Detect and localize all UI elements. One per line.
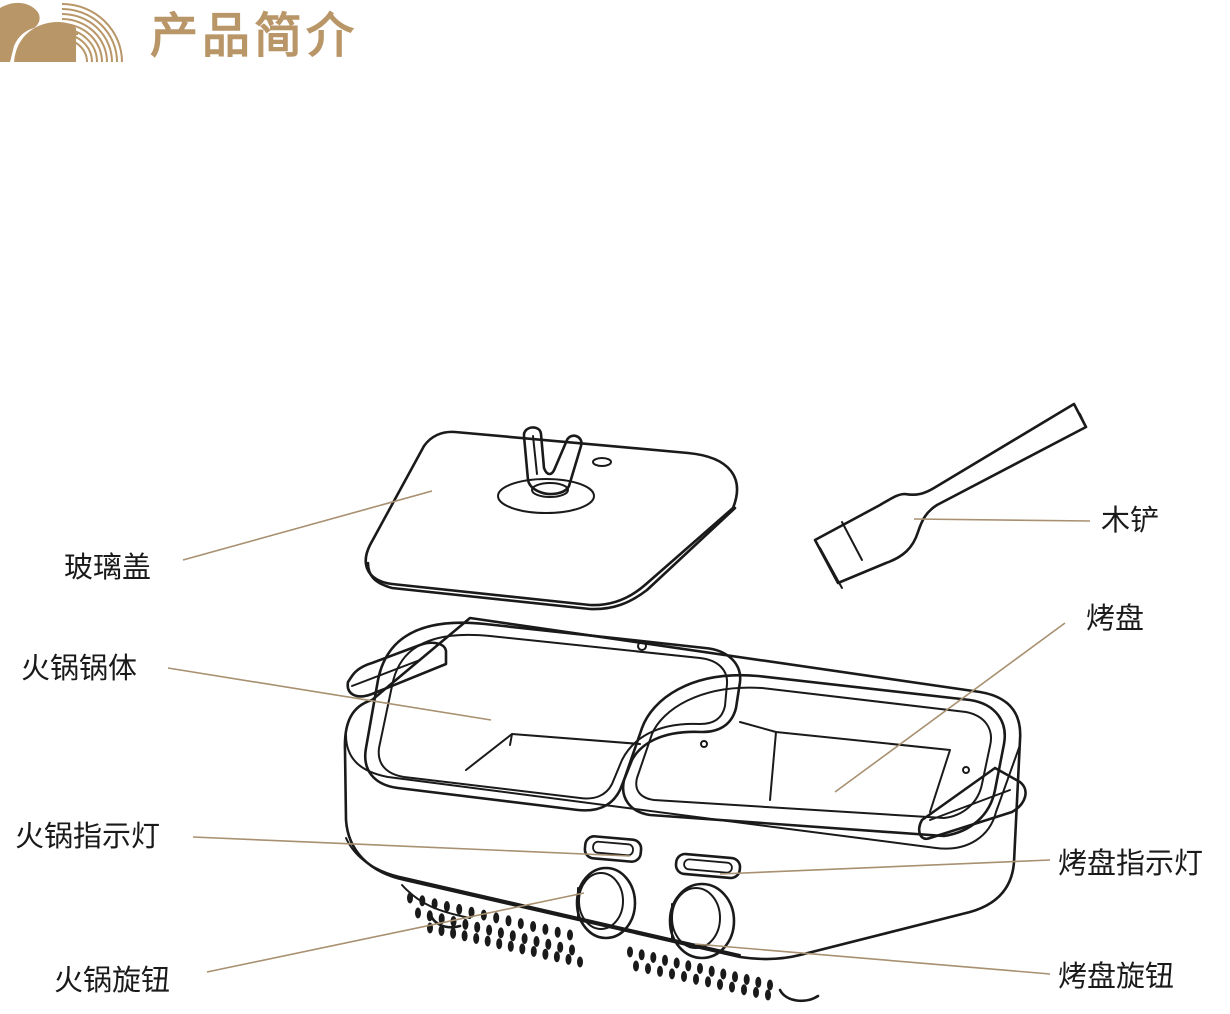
vent-slot: [557, 941, 564, 953]
vent-slot: [633, 960, 639, 972]
vent-slot: [545, 938, 552, 950]
page-title: 产品简介: [150, 8, 359, 64]
vent-slot: [505, 915, 512, 927]
vent-slot: [542, 923, 549, 935]
leader-grill-indicator: [719, 859, 1051, 875]
label-hotpot-indicator: 火锅指示灯: [15, 819, 161, 853]
label-wooden-spatula: 木铲: [1101, 503, 1160, 537]
vent-slot: [407, 892, 413, 904]
vent-slot: [461, 930, 468, 942]
brand-logo-icon: [0, 2, 123, 63]
vent-slot: [717, 979, 723, 990]
vent-slot: [480, 909, 487, 921]
vent-slot: [565, 953, 572, 965]
vent-slot: [438, 925, 445, 937]
vent-slot: [542, 948, 549, 960]
vent-slot: [765, 989, 771, 1001]
vent-slot: [431, 898, 438, 910]
vent-slot: [753, 986, 759, 998]
vent-slot: [553, 951, 560, 963]
vent-slot: [456, 903, 463, 915]
vent-slot: [729, 981, 735, 993]
vent-slot: [530, 946, 537, 957]
vent-slot: [755, 976, 762, 988]
vent-slot: [450, 927, 457, 939]
vent-slot: [741, 984, 747, 996]
vent-slot: [681, 971, 687, 982]
vent-slot: [554, 926, 561, 938]
leader-hotpot-knob: [206, 892, 585, 973]
leader-grill-knob: [694, 943, 1051, 975]
vent-slot: [438, 913, 445, 925]
glass-lid-drawing: [364, 426, 739, 611]
vent-slot: [497, 927, 504, 939]
vent-slot: [645, 963, 651, 975]
leader-wooden-spatula: [913, 518, 1091, 522]
leader-hotpot-body: [167, 667, 492, 721]
vent-slot: [419, 895, 426, 907]
vent-slot: [673, 957, 680, 969]
vent-slot: [486, 924, 493, 936]
vent-slots: [407, 892, 773, 1001]
vent-slot: [443, 901, 450, 912]
vent-slot: [569, 944, 575, 956]
label-hotpot-body: 火锅锅体: [21, 651, 138, 685]
base-body-drawing: [343, 616, 1027, 1003]
label-hotpot-knob: 火锅旋钮: [54, 963, 171, 997]
vent-slot: [509, 930, 516, 942]
vent-slot: [533, 936, 540, 947]
vent-slot: [638, 949, 645, 961]
vent-slot: [468, 906, 475, 918]
grill-pan-basin-drawing: [621, 673, 1007, 838]
vent-slot: [473, 933, 480, 944]
vent-slot: [693, 973, 699, 985]
vent-slot: [507, 940, 514, 952]
vent-slot: [496, 938, 503, 950]
vent-slot: [462, 918, 469, 930]
vent-slot: [577, 956, 583, 968]
vent-slot: [708, 965, 715, 977]
vent-slot: [519, 943, 526, 955]
vent-slot: [657, 965, 663, 977]
vent-slot: [720, 968, 727, 980]
vent-slot: [697, 963, 703, 974]
vent-slot: [521, 933, 528, 945]
vent-slot: [426, 910, 433, 922]
vent-slot: [650, 952, 657, 963]
vent-slot: [484, 935, 491, 947]
label-grill-pan: 烤盘: [1086, 601, 1145, 635]
vent-slot: [415, 907, 421, 919]
vent-slot: [567, 929, 573, 941]
vent-slot: [627, 946, 633, 958]
vent-slot: [685, 960, 692, 972]
vent-slot: [450, 916, 457, 927]
indicator-lights-drawing: [583, 835, 742, 880]
label-grill-knob: 烤盘旋钮: [1058, 959, 1175, 993]
vent-slot: [662, 954, 668, 966]
leader-lines: [167, 490, 1091, 975]
vent-slot: [743, 974, 750, 985]
hotpot-basin-drawing: [363, 621, 742, 812]
label-glass-lid: 玻璃盖: [64, 550, 152, 584]
knobs-drawing: [575, 866, 736, 960]
label-grill-indicator: 烤盘指示灯: [1058, 846, 1204, 880]
wooden-spatula-drawing: [813, 402, 1088, 589]
vent-slot: [732, 971, 738, 983]
vent-slot: [530, 921, 537, 932]
leader-glass-lid: [182, 490, 433, 561]
vent-slot: [767, 979, 773, 991]
vent-slot: [669, 968, 675, 980]
vent-slot: [474, 921, 481, 933]
vent-slot: [493, 912, 500, 924]
vent-slot: [705, 976, 711, 988]
vent-slot: [517, 918, 524, 930]
leader-hotpot-indicator: [192, 836, 631, 857]
leader-grill-pan: [834, 622, 1066, 793]
